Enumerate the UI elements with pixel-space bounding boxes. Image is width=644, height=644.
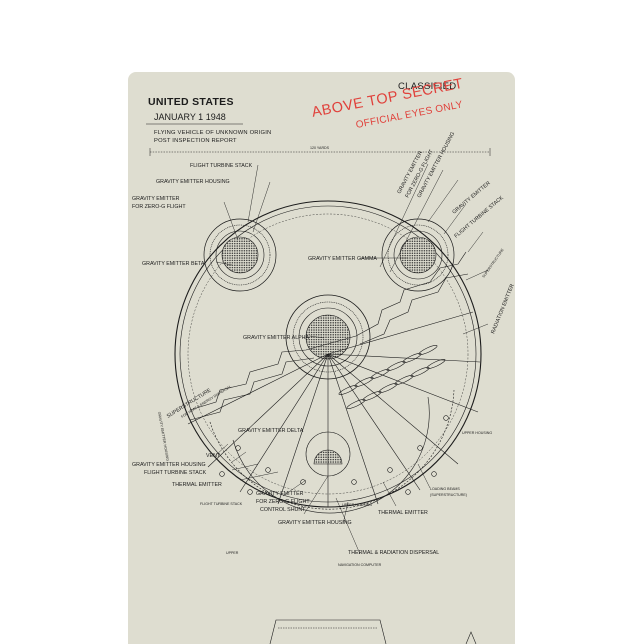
country-heading: UNITED STATES (148, 96, 234, 108)
label-gravity-emitter-housing-left: GRAVITY EMITTER HOUSING (132, 462, 206, 468)
label-gravity-emitter-alpha: GRAVITY EMITTER ALPHA (243, 335, 309, 341)
cutaway-section (187, 251, 481, 514)
dimension-label: 120 YARDS (310, 146, 330, 150)
label-gravity-emitter-housing-bottom: GRAVITY EMITTER HOUSING (278, 520, 352, 526)
label-control-shunt: CONTROL SHUNT (260, 507, 306, 513)
classification-label: CLASSIFIED (398, 81, 457, 92)
leader-lines (215, 163, 489, 555)
label-upper-housing-small: UPPER HOUSING (342, 503, 372, 507)
label-thermal-emitter-left: THERMAL EMITTER (172, 482, 222, 488)
label-radiation-emitter: RADIATION EMITTER (490, 283, 515, 335)
report-title-line2: POST INSPECTION REPORT (154, 138, 237, 144)
report-title-line1: FLYING VEHICLE OF UNKNOWN ORIGIN (154, 130, 272, 136)
label-vent: VENT (206, 453, 221, 459)
label-flight-turbine-stack-right: FLIGHT TURBINE STACK (453, 195, 505, 240)
label-navigation-computer: NAVIGATION COMPUTER (338, 563, 382, 567)
label-upper-housing-right: UPPER HOUSING (462, 431, 492, 435)
label-thermal-emitter-right: THERMAL EMITTER (378, 510, 428, 516)
label-gravity-emitter-housing-top: GRAVITY EMITTER HOUSING (156, 179, 230, 185)
label-upper: UPPER (226, 551, 239, 555)
gravity-emitter-gamma (381, 218, 455, 292)
label-gravity-emitter-gamma: GRAVITY EMITTER GAMMA (308, 256, 377, 262)
label-gravity-emitter-beta: GRAVITY EMITTER BETA (142, 261, 205, 267)
label-flight-turbine-stack-left: FLIGHT TURBINE STACK (144, 470, 207, 476)
label-loading-beams-sub: (SUPERSTRUCTURE) (430, 493, 467, 497)
label-gravity-emitter-bottom: GRAVITY EMITTER (256, 491, 304, 497)
gravity-emitter-beta (203, 218, 277, 292)
saucer-schematic: 120 YARDS (132, 123, 515, 644)
label-thermal-radiation-dispersal: THERMAL & RADIATION DISPERSAL (348, 550, 439, 556)
report-date: JANUARY 1 1948 (154, 112, 226, 122)
label-loading-beams: LOADING BEAMS (430, 487, 460, 491)
label-zero-g-bottom: FOR ZERO-G FLIGHT (256, 499, 310, 505)
label-flight-turbine-stack-top: FLIGHT TURBINE STACK (190, 163, 253, 169)
label-superstructure-small: SUPERSTRUCTURE (482, 247, 505, 278)
lower-elevation-view (269, 619, 477, 644)
blueprint-sheet: UNITED STATES JANUARY 1 1948 FLYING VEHI… (128, 72, 515, 644)
label-zero-g-flight: FOR ZERO-G FLIGHT (132, 204, 186, 210)
label-gravity-emitter-zero-g: GRAVITY EMITTER (132, 196, 180, 202)
label-gravity-emitter-delta: GRAVITY EMITTER DELTA (238, 428, 304, 434)
label-flight-turbine-stack-small: FLIGHT TURBINE STACK (200, 502, 243, 506)
